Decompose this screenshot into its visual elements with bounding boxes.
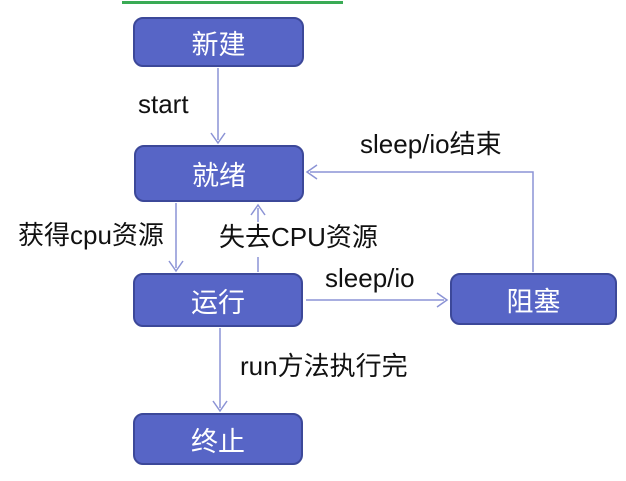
- edge-label-run-complete: run方法执行完: [240, 351, 408, 381]
- top-accent-line: [122, 1, 343, 4]
- node-running-label: 运行: [191, 287, 245, 318]
- arrow-sleep-io-end: [305, 164, 534, 272]
- arrow-run-complete: [212, 328, 228, 413]
- node-running: 运行: [133, 273, 303, 327]
- edge-label-sleep-io: sleep/io: [325, 263, 415, 293]
- node-new-label: 新建: [191, 29, 246, 60]
- edge-label-sleep-io-end: sleep/io结束: [360, 129, 502, 159]
- node-ready: 就绪: [134, 145, 304, 202]
- edge-label-acquire-cpu: 获得cpu资源: [18, 220, 164, 250]
- edge-label-lose-cpu: 失去CPU资源: [217, 222, 380, 252]
- arrow-acquire-cpu: [168, 203, 184, 273]
- arrow-sleep-io: [306, 292, 449, 308]
- node-terminated: 终止: [133, 413, 303, 465]
- edge-label-start: start: [138, 89, 189, 119]
- arrow-start: [210, 68, 226, 145]
- node-blocked-label: 阻塞: [506, 286, 561, 317]
- node-new: 新建: [133, 17, 304, 67]
- node-terminated-label: 终止: [191, 426, 245, 457]
- arrow-lose-cpu: [250, 203, 266, 272]
- node-blocked: 阻塞: [450, 273, 617, 325]
- node-ready-label: 就绪: [192, 161, 246, 191]
